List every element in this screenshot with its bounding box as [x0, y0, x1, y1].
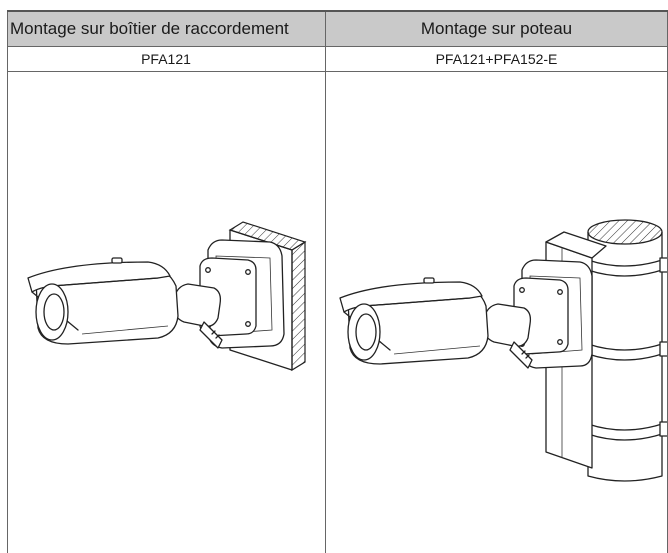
- pole-mount-illustration: [326, 72, 667, 553]
- junction-box-mount-illustration: [8, 72, 325, 553]
- bracket-arm-shape: [173, 283, 223, 349]
- bullet-camera-shape-2: [339, 277, 489, 365]
- pole-straps-shape: [587, 257, 667, 441]
- table-border-left: [7, 12, 8, 553]
- junction-box-mount-drawing: [27, 221, 307, 372]
- bracket-arm-shape-2: [483, 303, 533, 369]
- model-pole-mount: PFA121+PFA152-E: [326, 47, 667, 72]
- pole-mount-drawing: [339, 219, 667, 482]
- header-pole-mount: Montage sur poteau: [326, 12, 667, 47]
- header-junction-box-mount: Montage sur boîtier de raccordement: [7, 12, 328, 47]
- table-divider: [325, 12, 326, 553]
- table-top-border: [7, 10, 668, 12]
- junction-box-shape: [199, 239, 285, 349]
- bullet-camera-shape: [27, 257, 179, 345]
- model-junction-box-mount: PFA121: [7, 47, 325, 72]
